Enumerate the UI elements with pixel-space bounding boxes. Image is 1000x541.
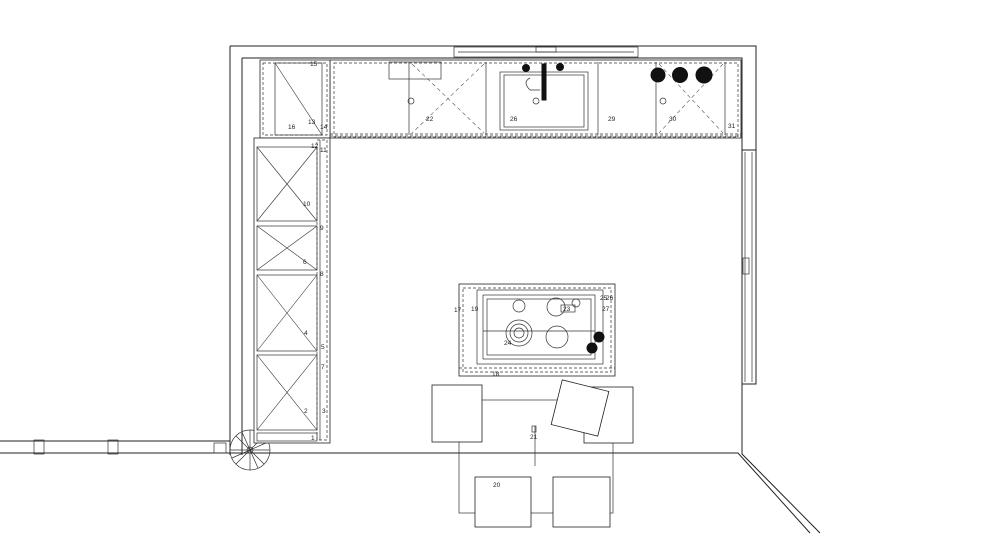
label-25: 25 xyxy=(600,295,608,302)
label-8: 8 xyxy=(320,271,324,278)
island-labels: 17 18 19 23 24 25 26 27 xyxy=(454,295,614,378)
label-15: 15 xyxy=(310,61,318,68)
label-20: 20 xyxy=(493,482,501,489)
label-18: 18 xyxy=(492,371,500,378)
label-12: 12 xyxy=(311,143,319,150)
left-cabinets xyxy=(253,137,331,444)
label-19: 19 xyxy=(471,306,479,313)
label-29: 29 xyxy=(608,116,616,123)
label-31: 31 xyxy=(728,123,736,130)
label-5: 5 xyxy=(321,344,325,351)
island xyxy=(458,283,616,377)
label-26-island: 26 xyxy=(606,295,614,302)
label-30: 30 xyxy=(669,116,677,123)
label-17: 17 xyxy=(454,307,462,314)
label-4: 4 xyxy=(304,330,308,337)
label-22: 22 xyxy=(426,116,434,123)
label-21: 21 xyxy=(530,434,538,441)
table-labels: 21 20 xyxy=(493,434,538,489)
top-counter xyxy=(259,59,742,139)
label-13: 13 xyxy=(308,119,316,126)
exterior-walls xyxy=(229,45,821,534)
left-run-labels: 12 11 10 9 8 7 6 5 4 3 2 1 xyxy=(303,143,327,442)
label-10: 10 xyxy=(303,201,311,208)
label-26-top: 26 xyxy=(510,116,518,123)
spiral-stair xyxy=(229,429,271,471)
label-2: 2 xyxy=(304,408,308,415)
label-27: 27 xyxy=(602,306,610,313)
label-1: 1 xyxy=(311,435,315,442)
label-6: 6 xyxy=(303,259,307,266)
label-16: 16 xyxy=(288,124,296,131)
dining-table xyxy=(431,379,634,528)
label-11: 11 xyxy=(320,147,327,154)
label-9: 9 xyxy=(320,225,324,232)
label-3: 3 xyxy=(322,408,326,415)
top-window xyxy=(453,46,639,58)
label-14: 14 xyxy=(320,124,328,131)
label-23: 23 xyxy=(563,306,571,313)
label-24: 24 xyxy=(504,340,512,347)
exterior-wall-left xyxy=(0,439,230,455)
label-7: 7 xyxy=(321,364,325,371)
top-run-labels: 15 16 13 14 22 26 29 30 31 xyxy=(288,61,736,131)
